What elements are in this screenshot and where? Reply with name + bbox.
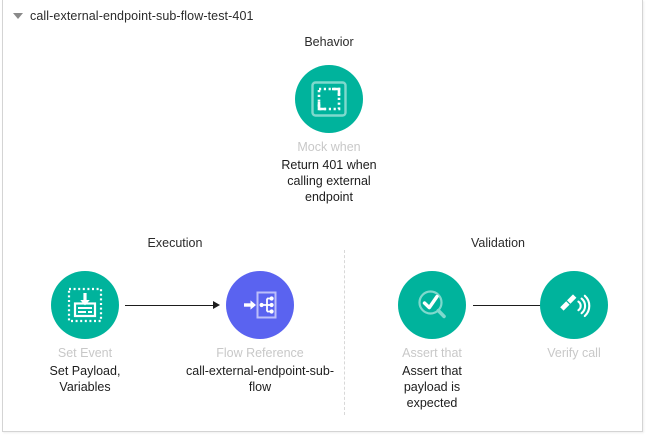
node-mock-when-type: Mock when	[297, 140, 361, 154]
set-event-icon	[67, 287, 103, 323]
node-verify-call[interactable]: Verify call	[499, 271, 649, 363]
flow-canvas: Behavior Execution Validation Mock when …	[3, 0, 644, 432]
column-divider	[344, 250, 346, 415]
node-assert-that[interactable]: Assert that Assert that payload is expec…	[357, 271, 507, 411]
flow-reference-icon	[244, 291, 277, 319]
magnifier-check-icon	[418, 290, 446, 319]
connector-shaft	[473, 304, 562, 306]
node-mock-when[interactable]: Mock when Return 401 when calling extern…	[254, 65, 404, 205]
node-assert-that-name: Assert that payload is expected	[402, 364, 462, 410]
connector-shaft	[125, 304, 214, 306]
node-flow-reference[interactable]: Flow Reference call-external-endpoint-su…	[185, 271, 335, 395]
node-set-event-type: Set Event	[57, 346, 113, 360]
node-assert-that-type: Assert that	[402, 346, 462, 360]
node-flow-reference-type: Flow Reference	[216, 346, 304, 360]
node-set-event[interactable]: Set Event Set Payload, Variables	[10, 271, 160, 395]
triangle-down-icon[interactable]	[13, 13, 23, 19]
dashed-square-icon	[311, 81, 347, 117]
node-verify-call-circle[interactable]	[540, 271, 608, 339]
arrow-head-icon	[213, 301, 220, 309]
panel-title: call-external-endpoint-sub-flow-test-401	[30, 9, 254, 23]
section-label-execution: Execution	[147, 236, 203, 250]
connector-execution	[125, 300, 220, 310]
node-mock-when-circle[interactable]	[295, 65, 363, 133]
section-label-behavior: Behavior	[304, 35, 354, 49]
node-set-event-circle[interactable]	[51, 271, 119, 339]
node-flow-reference-name: call-external-endpoint-sub-flow	[186, 364, 334, 394]
node-assert-that-circle[interactable]	[398, 271, 466, 339]
test-flow-panel: call-external-endpoint-sub-flow-test-401…	[2, 0, 643, 432]
panel-header[interactable]: call-external-endpoint-sub-flow-test-401	[13, 9, 254, 23]
node-verify-call-type: Verify call	[547, 346, 601, 360]
section-label-validation: Validation	[471, 236, 525, 250]
node-mock-when-name: Return 401 when calling external endpoin…	[281, 158, 377, 204]
phone-signal-icon	[560, 294, 591, 318]
node-set-event-name: Set Payload, Variables	[49, 364, 121, 394]
node-flow-reference-circle[interactable]	[226, 271, 294, 339]
